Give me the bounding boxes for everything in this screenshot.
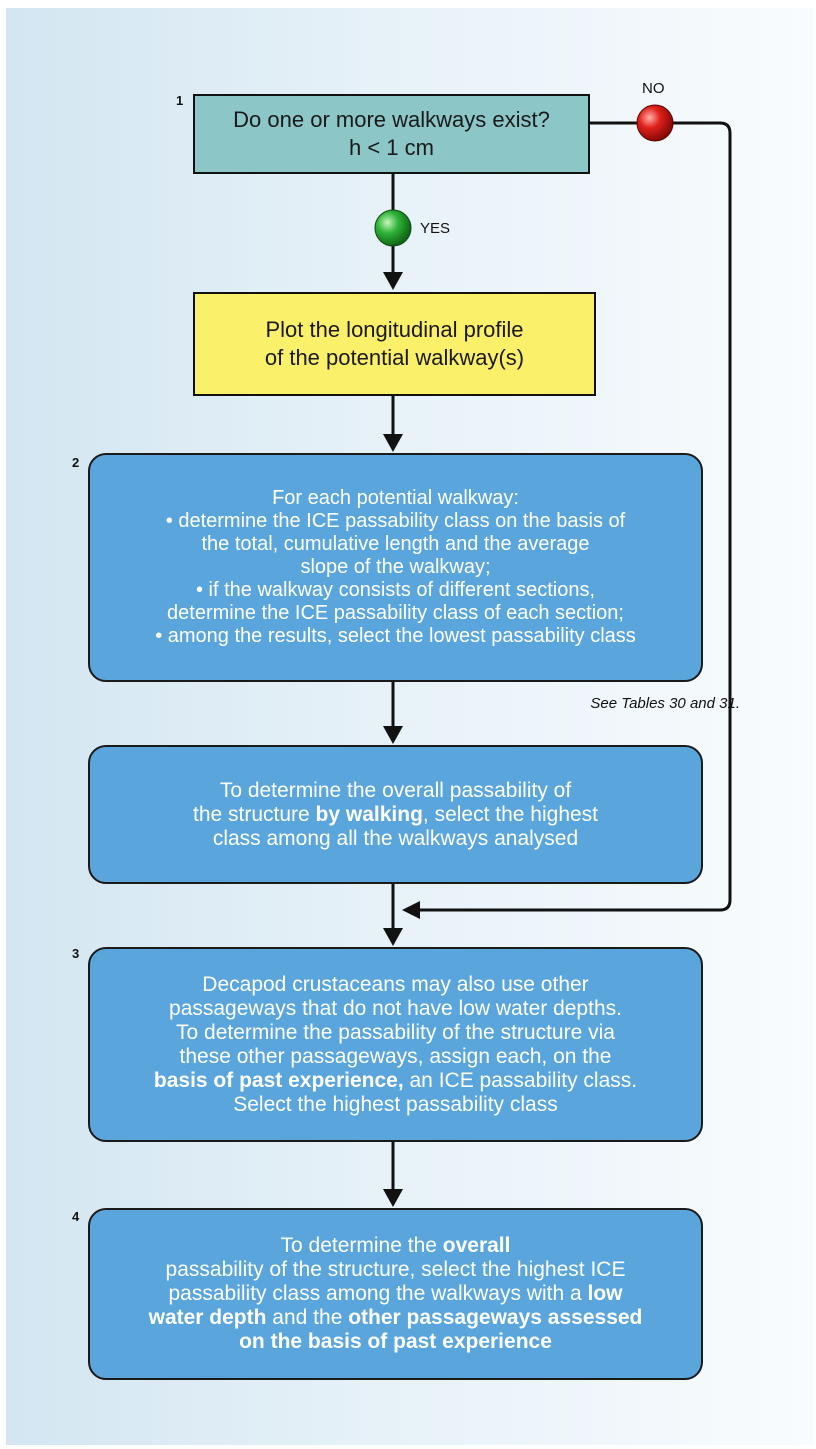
step2-line: • determine the ICE passability class on… (165, 510, 626, 532)
step-number-4: 4 (72, 1209, 80, 1224)
arrowhead-step2 (383, 434, 403, 452)
decision-question: Do one or more walkways exist? (233, 107, 550, 132)
decision-box: Do one or more walkways exist? h < 1 cm (193, 94, 590, 174)
plot-profile-box: Plot the longitudinal profile of the pot… (193, 292, 596, 396)
plot-line-1: Plot the longitudinal profile (265, 317, 524, 342)
step4-line-5: on the basis of past experience (239, 1330, 552, 1353)
arrowhead-walking (383, 726, 403, 744)
step3-line-3: To determine the passability of the stru… (176, 1020, 615, 1044)
walking-line-2: the structure by walking, select the hig… (192, 802, 599, 826)
step4-line-1: To determine the overall (280, 1234, 511, 1257)
step2-line: determine the ICE passability class of e… (167, 602, 624, 624)
arrowhead-step4 (383, 1189, 403, 1207)
step-number-2: 2 (72, 455, 80, 470)
step3-line-2: passageways that do not have low water d… (169, 996, 622, 1020)
step3-box: Decapod crustaceans may also use other p… (88, 947, 703, 1142)
step2-line: the total, cumulative length and the ave… (201, 533, 590, 555)
step-number-1: 1 (176, 93, 184, 108)
decision-condition: h < 1 cm (349, 135, 434, 160)
arrowhead-no-branch (402, 901, 420, 919)
walking-line-1: To determine the overall passability of (219, 778, 572, 802)
overall-walking-box: To determine the overall passability of … (88, 745, 703, 884)
no-branch-connector (420, 121, 732, 912)
step2-line: • among the results, select the lowest p… (155, 625, 636, 647)
plot-line-2: of the potential walkway(s) (264, 345, 525, 370)
step4-line-2: passability of the structure, select the… (165, 1258, 626, 1281)
step3-line-1: Decapod crustaceans may also use other (202, 972, 589, 996)
step2-line: • if the walkway consists of different s… (195, 579, 596, 601)
step3-line-6: Select the highest passability class (233, 1092, 558, 1116)
step2-box: For each potential walkway: • determine … (88, 453, 703, 682)
yes-indicator-icon (374, 209, 412, 247)
yes-label: YES (420, 220, 451, 237)
step3-line-4: these other passageways, assign each, on… (179, 1044, 612, 1068)
step2-line: slope of the walkway; (300, 556, 491, 578)
arrowhead-plot (383, 272, 403, 290)
no-label: NO (642, 80, 665, 97)
step3-line-5: basis of past experience, an ICE passabi… (153, 1068, 638, 1092)
arrowhead-step3 (383, 928, 403, 946)
tables-reference-note: See Tables 30 and 31. (590, 695, 740, 712)
no-indicator-icon (636, 104, 674, 142)
step-number-3: 3 (72, 946, 80, 961)
walking-line-3: class among all the walkways analysed (212, 826, 579, 850)
step4-line-4: water depth and the other passageways as… (148, 1306, 643, 1329)
step4-line-3: passability class among the walkways wit… (168, 1282, 623, 1305)
step4-box: To determine the overall passability of … (88, 1208, 703, 1380)
diagram-background (6, 8, 814, 1445)
step2-line: For each potential walkway: (272, 487, 519, 509)
